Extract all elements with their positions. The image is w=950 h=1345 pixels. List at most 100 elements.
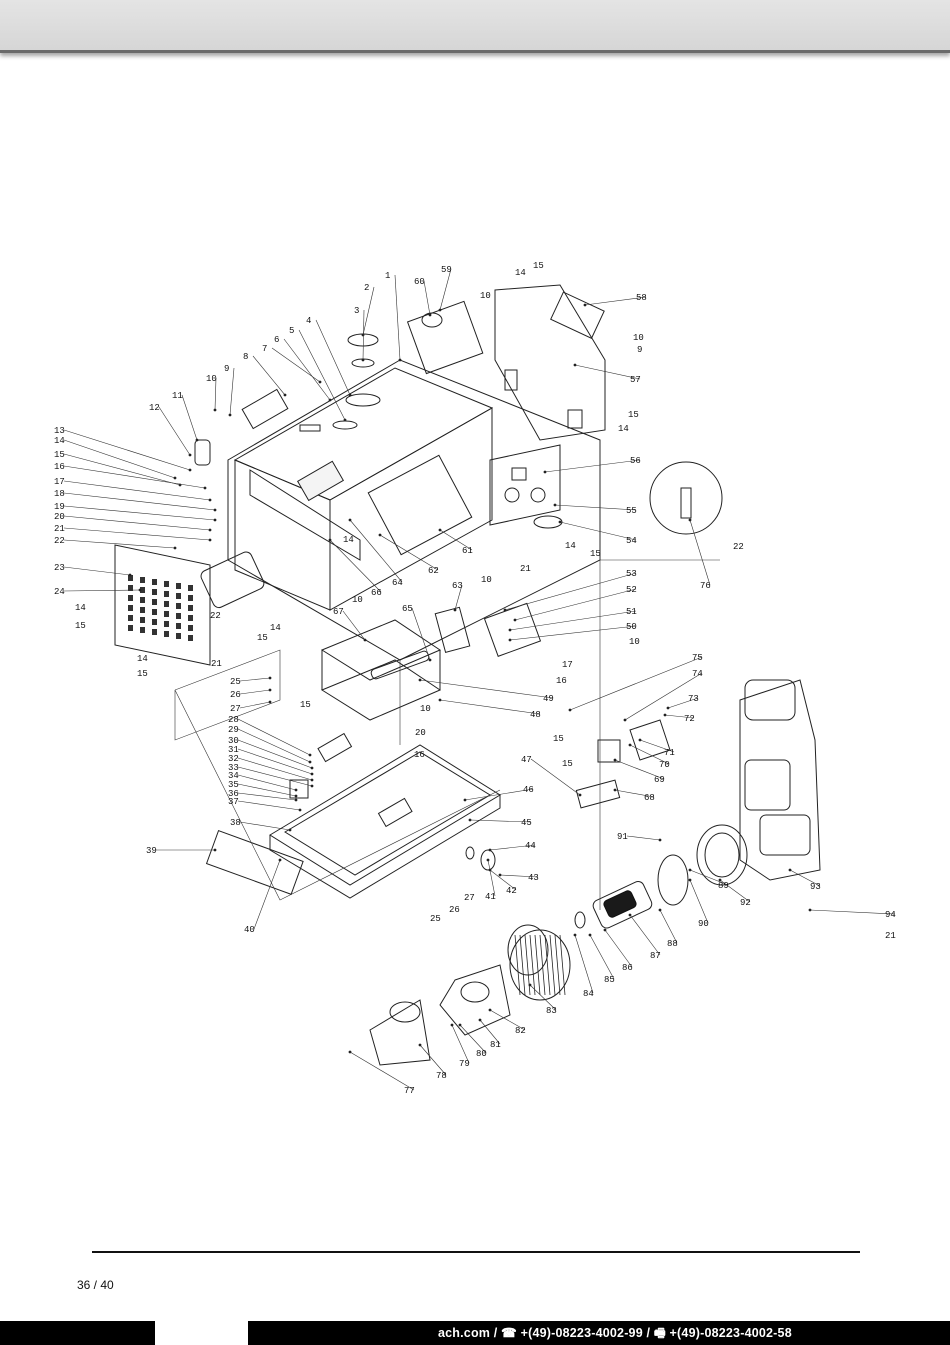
leader-dot: [398, 358, 402, 362]
leader-dot: [486, 858, 490, 862]
leader-line: [464, 788, 534, 801]
leader-line: [239, 821, 291, 831]
leader-dot: [498, 873, 502, 877]
leader-dot: [688, 518, 692, 522]
louvre-slot: [152, 599, 157, 605]
leader-line: [624, 672, 703, 721]
part-callout: 55: [626, 506, 637, 516]
louvre-slot: [188, 605, 193, 611]
part-callout: 33: [228, 763, 239, 773]
part-callout: 10: [633, 333, 644, 343]
leader-line: [63, 589, 141, 592]
louvre-slot: [176, 613, 181, 619]
part-callout: 15: [257, 633, 268, 643]
part-callout: 10: [352, 595, 363, 605]
louvre-slot: [164, 601, 169, 607]
part-callout: 6: [274, 335, 279, 345]
leader-dot: [228, 413, 232, 417]
leader-line: [63, 480, 211, 501]
part-callout: 3: [354, 306, 359, 316]
part-callout: 2: [364, 283, 369, 293]
part-callout: 14: [137, 654, 148, 664]
part-callout: 56: [630, 456, 641, 466]
louvre-slot: [176, 623, 181, 629]
leader-lines: [63, 268, 896, 1091]
battery-box: [320, 619, 442, 721]
leader-line: [530, 758, 581, 796]
leader-line: [362, 309, 365, 361]
leader-line: [451, 1024, 470, 1064]
part-callout: 17: [562, 660, 573, 670]
leader-line: [454, 584, 463, 611]
leader-dot: [208, 528, 212, 532]
leader-line: [489, 1009, 526, 1031]
louvre-slot: [128, 575, 133, 581]
louvre-slot: [188, 595, 193, 601]
leader-dot: [428, 313, 432, 317]
leader-line: [664, 714, 695, 719]
leader-line: [63, 492, 216, 511]
leader-dot: [508, 628, 512, 632]
part-callout: 26: [449, 905, 460, 915]
leader-dot: [438, 528, 442, 532]
leader-line: [659, 909, 678, 944]
leader-dot: [573, 363, 577, 367]
part-callout: 59: [441, 265, 452, 275]
leader-dot: [513, 618, 517, 622]
part-callout: 10: [206, 374, 217, 384]
part-callout: 12: [149, 403, 160, 413]
leader-line: [439, 699, 541, 715]
part-callout: 79: [459, 1059, 470, 1069]
leader-dot: [488, 868, 492, 872]
leader-dot: [268, 676, 272, 680]
part-callout: 90: [698, 919, 709, 929]
leader-dot: [418, 678, 422, 682]
leader-line: [479, 1019, 501, 1045]
part-callout: 58: [636, 293, 647, 303]
leader-dot: [663, 713, 667, 717]
leader-line: [719, 879, 751, 903]
leader-dot: [603, 928, 607, 932]
part-callout: 41: [485, 892, 496, 902]
part-callout: 15: [75, 621, 86, 631]
louvre-slot: [152, 629, 157, 635]
louvre-slot: [152, 609, 157, 615]
louvre-slot: [128, 615, 133, 621]
part-callout: 32: [228, 754, 239, 764]
leader-dot: [718, 878, 722, 882]
stator-hatch: [529, 934, 536, 996]
part-callout: 62: [428, 566, 439, 576]
leader-line: [604, 929, 633, 968]
footer-rule: [92, 1251, 860, 1253]
leader-dot: [283, 393, 287, 397]
stator-hatch: [514, 934, 521, 996]
part-callout: 91: [617, 832, 628, 842]
part-callout: 69: [654, 775, 665, 785]
leader-line: [283, 338, 331, 401]
louvre-slot: [152, 589, 157, 595]
part-callout: 61: [462, 546, 473, 556]
leader-dot: [138, 588, 142, 592]
leader-line: [411, 607, 431, 661]
part-callout: 87: [650, 951, 661, 961]
leader-line: [574, 934, 594, 994]
part-callout: 88: [667, 939, 678, 949]
leader-line: [574, 364, 641, 380]
part-callout: 92: [740, 898, 751, 908]
leader-line: [342, 610, 366, 641]
part-callout: 29: [228, 725, 239, 735]
part-callout: 15: [628, 410, 639, 420]
leader-line: [569, 656, 703, 711]
part-callout: 93: [810, 882, 821, 892]
leader-line: [529, 984, 557, 1011]
part-callout: 50: [626, 622, 637, 632]
leader-line: [271, 347, 321, 383]
leader-line: [237, 800, 301, 811]
louvre-slot: [140, 607, 145, 613]
leader-dot: [310, 778, 314, 782]
leader-line: [459, 1024, 487, 1054]
part-callout: 21: [520, 564, 531, 574]
leader-dot: [328, 398, 332, 402]
part-callout: 13: [54, 426, 65, 436]
